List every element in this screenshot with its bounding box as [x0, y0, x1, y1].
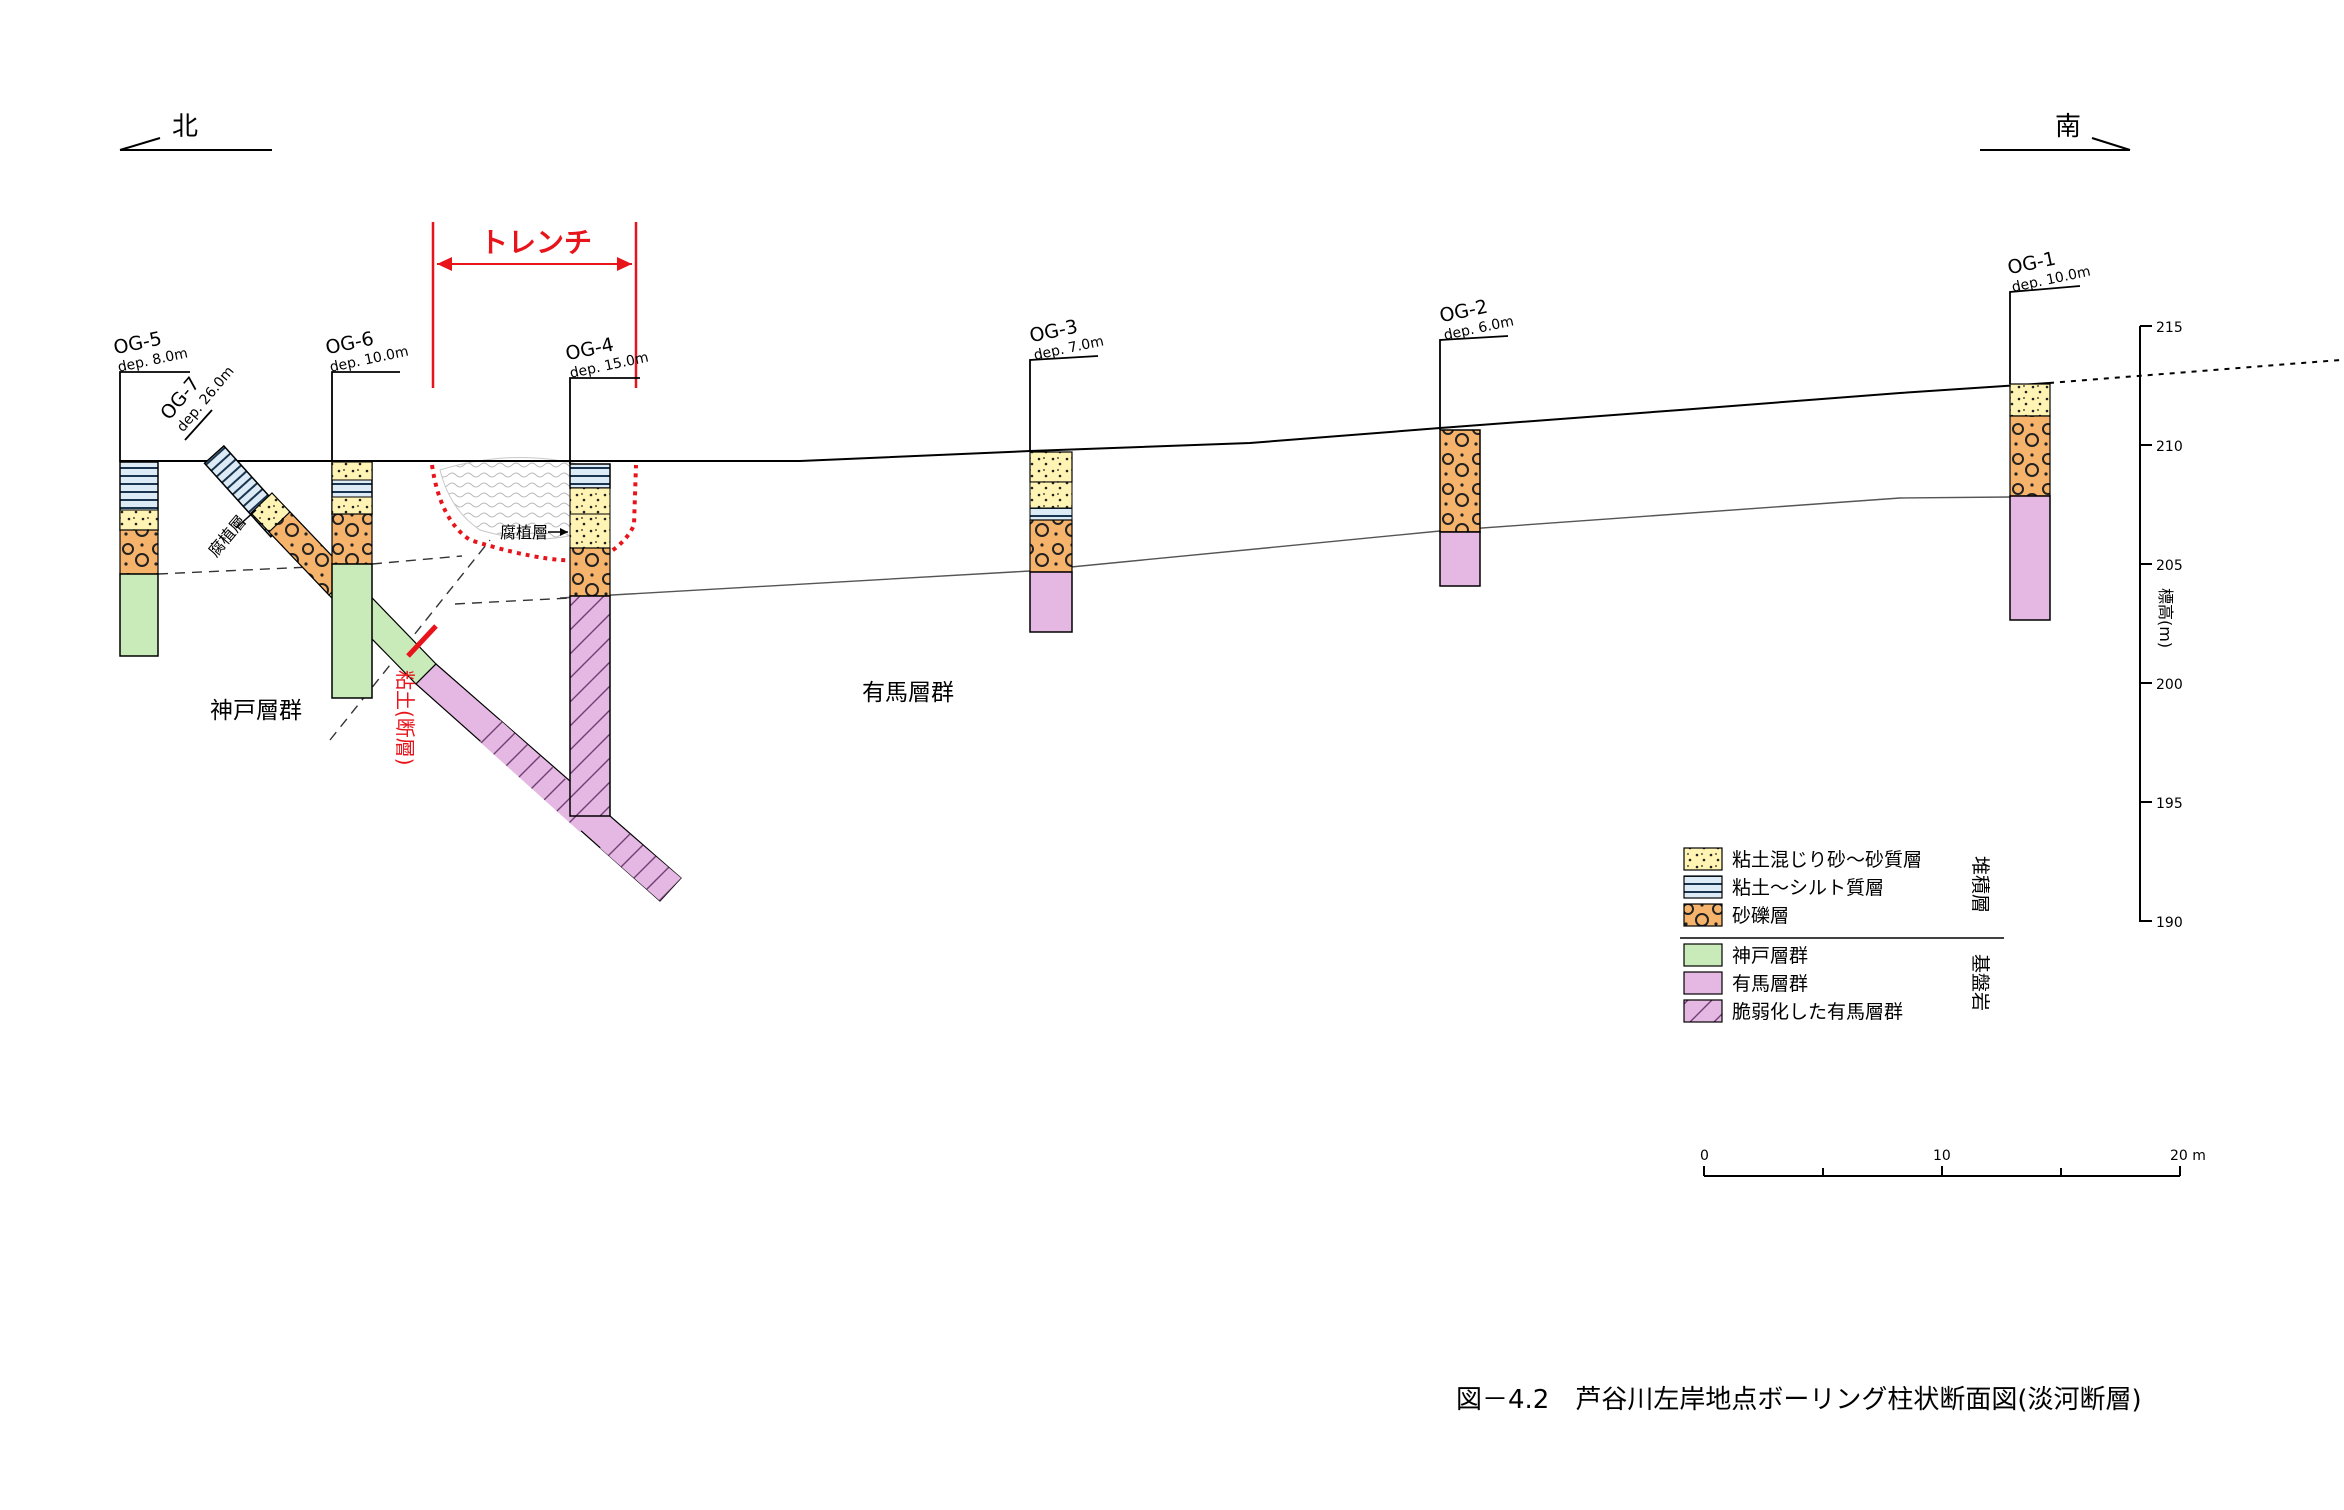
fault-clay-mark	[406, 624, 438, 658]
south-indicator: 南	[1980, 112, 2131, 151]
north-label: 北	[172, 112, 198, 142]
legend-label-kobe: 神戸層群	[1732, 945, 1808, 967]
borehole-og6	[331, 461, 373, 699]
borehole-label-og1: OG-1 dep. 10.0m	[2006, 248, 2092, 296]
arima-group-label: 有馬層群	[862, 680, 954, 706]
legend-label-clay: 粘土～シルト質層	[1732, 877, 1884, 899]
scale-tick-20: 20 m	[2170, 1148, 2206, 1164]
elev-tick-210: 210	[2156, 439, 2183, 455]
legend-group-bedrock: 基盤岩	[1969, 954, 1991, 1011]
borehole-label-og5: OG-5 dep. 8.0m	[112, 328, 190, 376]
borehole-og3	[1029, 451, 1073, 633]
legend-swatch-sand	[1683, 847, 1723, 871]
borehole-og2	[1439, 429, 1481, 587]
legend-swatch-gravel	[1683, 903, 1723, 927]
scale-tick-0: 0	[1700, 1148, 1709, 1164]
sediment-base-line	[559, 496, 2011, 599]
elev-tick-190: 190	[2156, 915, 2183, 931]
trench-label: トレンチ	[480, 226, 592, 259]
humus-label-og4: 腐植層	[500, 523, 548, 542]
legend-swatch-weak-arima	[1683, 999, 1723, 1023]
legend-label-sand: 粘土混じり砂～砂質層	[1732, 849, 1922, 871]
arima-boundary-dashed	[454, 597, 571, 605]
legend: 粘土混じり砂～砂質層 粘土～シルト質層 砂礫層 堆積層 神戸層群 有馬層群 脆弱…	[1680, 847, 2004, 1023]
trench-outline	[430, 464, 638, 563]
elev-tick-195: 195	[2156, 796, 2183, 812]
borehole-label-og4: OG-4 dep. 15.0m	[564, 334, 650, 382]
legend-label-gravel: 砂礫層	[1732, 905, 1789, 927]
ground-surface-extension	[2048, 359, 2341, 384]
kobe-boundary-dashed-2	[371, 555, 463, 565]
borehole-og5	[119, 461, 159, 657]
ground-surface-line	[120, 382, 2050, 462]
north-indicator: 北	[119, 112, 272, 151]
legend-swatch-clay	[1683, 875, 1723, 899]
scale-tick-10: 10	[1933, 1148, 1951, 1164]
humus-label-og7: 腐植層	[205, 512, 250, 561]
legend-label-arima: 有馬層群	[1732, 973, 1808, 995]
elev-tick-205: 205	[2156, 558, 2183, 574]
borehole-leaders	[119, 285, 2081, 464]
elev-tick-200: 200	[2156, 677, 2183, 693]
elev-tick-215: 215	[2156, 320, 2183, 336]
borehole-og4	[569, 463, 611, 817]
kobe-group-label: 神戸層群	[210, 698, 302, 724]
legend-swatch-arima	[1683, 971, 1723, 995]
fault-clay-label: 粘土(断層)	[393, 670, 417, 766]
borehole-og1	[2009, 383, 2051, 621]
legend-group-sediment: 堆積層	[1969, 856, 1991, 913]
borehole-label-og6: OG-6 dep. 10.0m	[324, 328, 410, 376]
legend-label-weak-arima: 脆弱化した有馬層群	[1732, 1001, 1903, 1023]
elevation-axis: 215 210 205 200 195 190 標高(m)	[2139, 320, 2183, 931]
legend-swatch-kobe	[1683, 943, 1723, 967]
scale-bar: 0 10 20 m	[1700, 1148, 2206, 1177]
figure-caption: 図－4.2 芦谷川左岸地点ボーリング柱状断面図(淡河断層)	[1456, 1385, 2142, 1415]
annotations: 腐植層 腐植層 神戸層群 有馬層群 粘土(断層)	[205, 509, 954, 766]
elevation-axis-label: 標高(m)	[2156, 588, 2175, 648]
south-label: 南	[2055, 112, 2081, 142]
